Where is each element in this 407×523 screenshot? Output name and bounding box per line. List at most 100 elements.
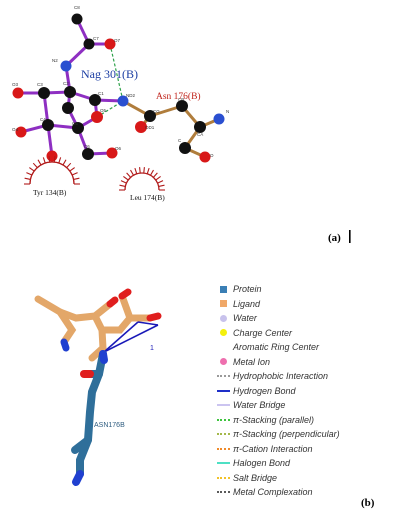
atom-label: O4 (12, 127, 19, 132)
legend-label: Halogen Bond (233, 458, 291, 469)
atom-carbon (62, 102, 74, 114)
legend-marker-icon (213, 415, 233, 425)
legend-item: Aromatic Ring Center (213, 340, 403, 355)
hydrophobic-spoke (48, 156, 51, 163)
atom-label: O5 (100, 108, 107, 113)
atom-label: C6 (84, 144, 90, 149)
atom-label: O7 (114, 38, 121, 43)
legend-marker-icon (213, 342, 233, 352)
hydrophobic-arc (124, 172, 160, 191)
atom-carbon (176, 100, 188, 112)
atom-carbon (38, 87, 50, 99)
hydrophobic-spoke (155, 176, 161, 181)
ligand-sticks (34, 288, 162, 362)
atom-label: C2 (63, 81, 69, 86)
legend-label: Hydrogen Bond (233, 385, 296, 396)
atom-oxygen (46, 150, 58, 162)
legend-item: Salt Bridge (213, 471, 403, 486)
legend-label: Aromatic Ring Center (233, 342, 320, 353)
atom-label: C (178, 138, 182, 143)
legend-marker-icon (213, 328, 233, 338)
atom-nitrogen (117, 95, 129, 107)
atom-oxygen (106, 147, 118, 159)
atom-label: O3 (12, 82, 19, 87)
legend-marker-icon (213, 429, 233, 439)
legend-marker-icon (213, 386, 233, 396)
legend-label: Protein (233, 284, 262, 295)
hydrophobic-arc (29, 161, 75, 185)
hydrophobic-arcs (24, 156, 165, 191)
atom-label: C1 (98, 91, 104, 96)
atom-label: O (210, 153, 214, 158)
legend-item: π-Stacking (parallel) (213, 413, 403, 428)
hydrophobic-spoke (158, 184, 165, 188)
hydrophobic-spoke (152, 172, 158, 178)
legend-label: Salt Bridge (233, 472, 278, 483)
legend-item: Protein (213, 282, 403, 297)
legend-item: Water Bridge (213, 398, 403, 413)
atom-carbon (179, 142, 191, 154)
hydrophobic-spoke (143, 167, 145, 174)
atom-oxygen (135, 121, 147, 133)
hydrophobic-spoke (42, 157, 46, 164)
hbond-distance-label: 1 (150, 345, 154, 352)
atom-carbon (144, 110, 156, 122)
legend-item: Water (213, 311, 403, 326)
legend-label: Hydrophobic Interaction (233, 371, 329, 382)
legend-label: Metal Complexation (233, 487, 313, 498)
atom-carbon (64, 86, 76, 98)
legend-marker-icon (213, 371, 233, 381)
text-cursor (349, 230, 351, 243)
legend-marker-icon (213, 299, 233, 309)
legend-item: Metal Ion (213, 355, 403, 370)
legend-marker-icon (213, 284, 233, 294)
atom-oxygen (12, 87, 24, 99)
legend-label: Ligand (233, 298, 261, 309)
legend-marker-icon (213, 487, 233, 497)
atom-nitrogen (60, 60, 72, 72)
atom-label: C3 (37, 82, 43, 87)
atom-carbon (89, 94, 101, 106)
legend-label: Water (233, 313, 257, 324)
legend-marker-icon (213, 357, 233, 367)
legend-label: Metal Ion (233, 356, 271, 367)
atom-label: C5 (72, 121, 78, 126)
ligand-name-label: Nag 301(B) (81, 67, 138, 81)
legend-label: Water Bridge (233, 400, 286, 411)
hydrophobic-spoke (58, 157, 62, 164)
atom-oxygen (199, 151, 211, 163)
legend-item: Hydrogen Bond (213, 384, 403, 399)
legend-item: π-Stacking (perpendicular) (213, 427, 403, 442)
legend-label: π-Stacking (perpendicular) (233, 429, 340, 440)
atom-label: OD1 (145, 125, 155, 130)
hydrophobic-spoke (66, 162, 72, 169)
legend-marker-icon (213, 458, 233, 468)
atom-oxygen (104, 38, 116, 50)
hydrogen-bond-lines (103, 321, 159, 353)
hydrophobic-spoke (139, 167, 141, 174)
residue-name-label: Asn 176(B) (156, 91, 201, 102)
hydrophobic-residue-leu: Leu 174(B) (130, 193, 165, 202)
hydrophobic-spoke (134, 167, 138, 175)
atom-oxygen (15, 126, 27, 138)
hydrophobic-spoke (32, 162, 38, 169)
hydrophobic-residue-tyr: Tyr 134(B) (33, 188, 67, 197)
atom-carbon (72, 122, 84, 134)
panel-label-a: (a) (328, 232, 341, 244)
legend-item: Metal Complexation (213, 485, 403, 500)
legend-label: π-Stacking (parallel) (233, 414, 315, 425)
protein-residue-label: ASN176B (94, 422, 125, 429)
atom-label: N2 (52, 58, 58, 63)
legend-marker-icon (213, 400, 233, 410)
hydrophobic-spoke (150, 169, 154, 176)
atom-label: CA (197, 132, 203, 137)
legend-item: Ligand (213, 297, 403, 312)
atom-label: O6 (115, 146, 122, 151)
legend-label: π-Cation Interaction (233, 443, 313, 454)
atom-label: C8 (74, 5, 80, 10)
ligplot-diagram: C8 C7 O7 N2 O3 C3 C2 C1 O4 C4 C5 O5 C6 O… (12, 5, 351, 244)
hydrophobic-spoke (37, 159, 42, 166)
legend-label: Charge Center (233, 327, 293, 338)
hydrophobic-spoke (157, 180, 164, 184)
